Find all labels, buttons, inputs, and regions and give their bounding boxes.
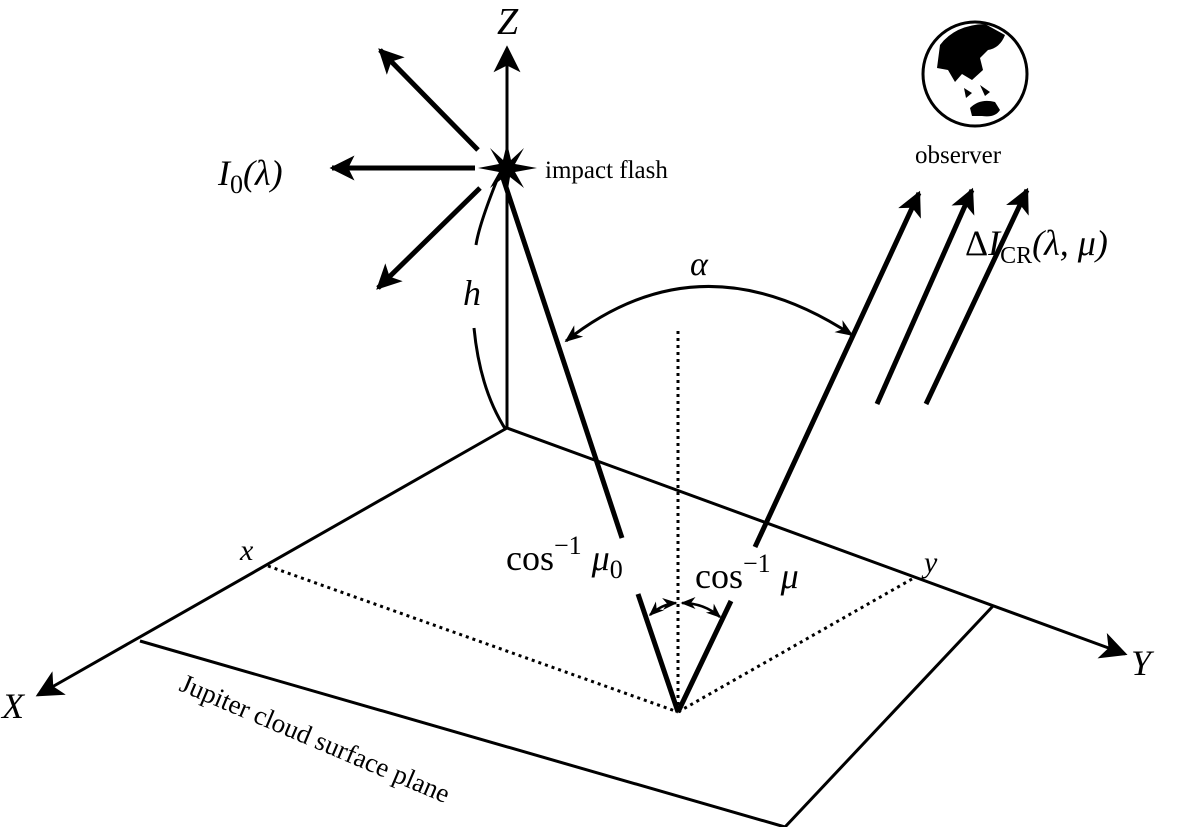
reflected-intensity-label: ΔICR(λ, μ)	[965, 223, 1108, 269]
x-mark-label: x	[239, 534, 254, 567]
y-mark-label: y	[921, 546, 938, 579]
observer-label: observer	[915, 142, 1002, 169]
y-projection-line	[677, 577, 913, 714]
incidence-angle-label: cos−1 μ0	[506, 531, 623, 584]
z-axis-label: Z	[497, 1, 519, 43]
projection-lines	[267, 328, 913, 714]
x-axis	[35, 426, 508, 697]
surface-angle-arcs	[648, 597, 722, 618]
star-burst-icon	[478, 143, 537, 195]
x-projection-line	[267, 564, 679, 714]
reflected-intensity-main: I	[987, 223, 1002, 263]
parallel-rays	[874, 187, 1030, 406]
phase-angle-label: α	[690, 246, 709, 283]
source-intensity-sub: 0	[230, 170, 243, 199]
height-arc-upper	[474, 179, 499, 246]
surface-plane	[139, 604, 995, 827]
source-intensity-args: (λ)	[243, 153, 283, 193]
phase-angle-arc	[564, 284, 854, 343]
emission-angle-func: cos	[695, 556, 743, 596]
surface-plane-label: Jupiter cloud surface plane	[176, 668, 455, 809]
y-axis-label: Y	[1131, 643, 1155, 683]
coordinate-axes	[35, 45, 1128, 697]
reflected-intensity-args: (λ, μ)	[1032, 223, 1108, 263]
incidence-angle-sub: 0	[610, 555, 623, 584]
parallel-ray-1	[874, 187, 975, 406]
height-arc	[472, 179, 508, 431]
reflected-intensity-delta: Δ	[965, 223, 988, 263]
emission-angle-arc	[680, 597, 722, 618]
earth-globe-icon	[921, 20, 1029, 128]
reflected-intensity-sub: CR	[1000, 243, 1032, 269]
incidence-angle-arc	[648, 597, 678, 617]
incidence-angle-func: cos	[506, 538, 554, 578]
emission-angle-sup: −1	[743, 549, 771, 578]
plane-edge-front-right	[783, 604, 995, 827]
incident-ray-upper	[499, 174, 625, 539]
emission-arrow-lower-left	[376, 186, 482, 290]
y-axis	[506, 426, 1128, 659]
height-arc-lower	[472, 327, 508, 431]
reflected-ray-lower	[675, 599, 734, 714]
incidence-angle-sup: −1	[554, 531, 582, 560]
x-axis-label: X	[0, 686, 26, 726]
parallel-ray-2	[923, 187, 1030, 406]
impact-flash-label: impact flash	[545, 157, 668, 184]
reflected-ray-upper	[752, 190, 922, 549]
reflected-ray	[675, 190, 922, 714]
incidence-angle-var: μ	[591, 538, 610, 578]
emission-arrow-upper-left	[378, 48, 480, 152]
emission-angle-label: cos−1 μ	[695, 549, 799, 596]
flash-emission-arrows	[329, 48, 482, 290]
source-intensity-label: I0(λ)	[217, 153, 283, 199]
plane-edge-front-left	[139, 639, 786, 827]
incident-ray	[499, 174, 681, 713]
incident-ray-lower	[635, 593, 681, 713]
height-label: h	[463, 273, 481, 313]
source-intensity-main: I	[217, 153, 232, 193]
emission-angle-var: μ	[780, 556, 799, 596]
